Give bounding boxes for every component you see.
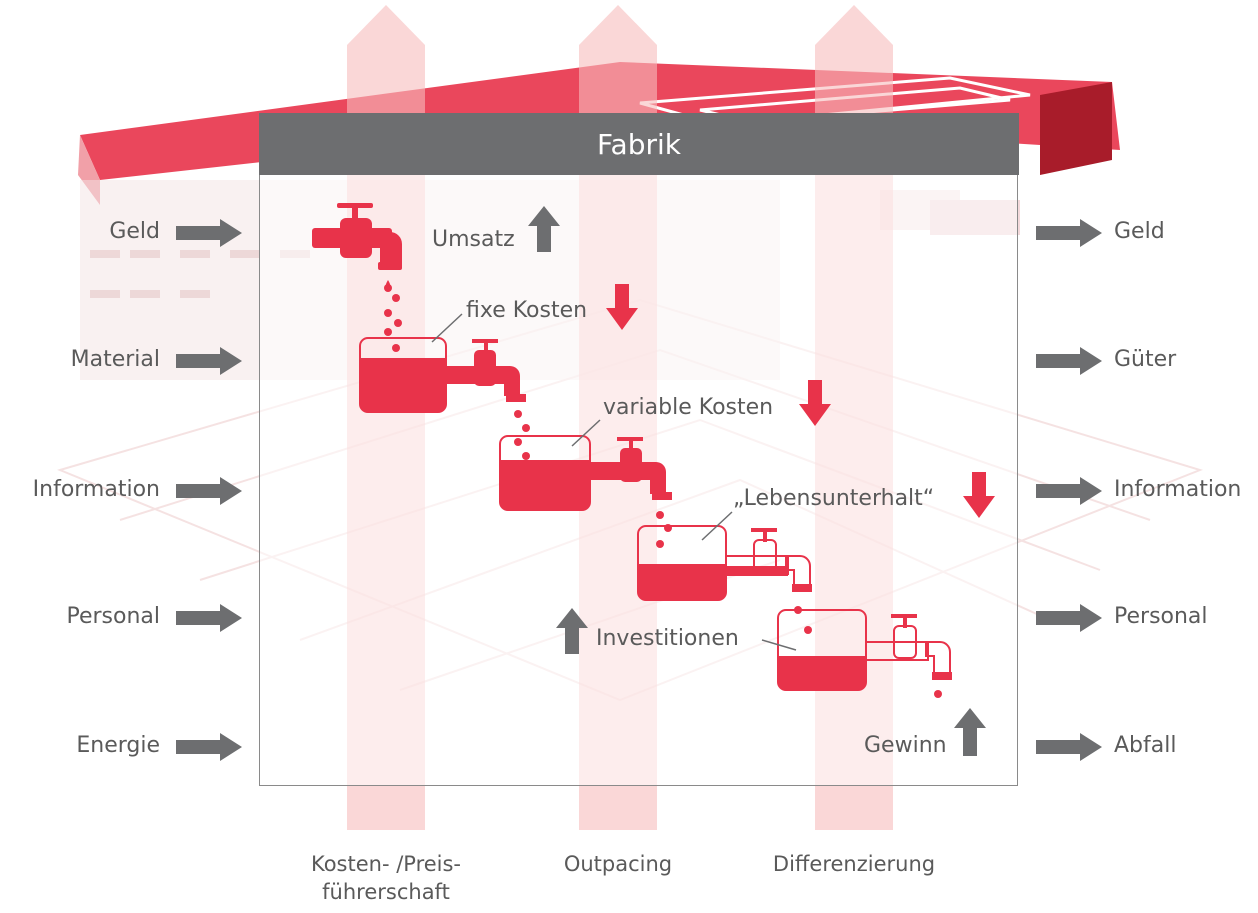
- label-gewinn: Gewinn: [864, 733, 947, 758]
- investitionen-up-icon: [556, 608, 588, 654]
- fixe-kosten-down-icon: [606, 284, 638, 330]
- label-fixe-kosten: fixe Kosten: [466, 298, 588, 323]
- output-information: Information: [1114, 477, 1242, 502]
- output-gueter: Güter: [1114, 347, 1177, 372]
- strategy-kosten-line1: Kosten- /Preis-: [310, 852, 462, 876]
- input-geld: Geld: [109, 219, 160, 244]
- input-personal: Personal: [66, 604, 160, 629]
- umsatz-up-icon: [528, 206, 560, 252]
- strategy-differenzierung: Differenzierung: [772, 852, 936, 876]
- label-umsatz: Umsatz: [432, 227, 515, 252]
- output-abfall: Abfall: [1114, 733, 1177, 758]
- lebensunterhalt-down-icon: [963, 472, 995, 518]
- input-material: Material: [70, 347, 160, 372]
- factory-title: Fabrik: [259, 113, 1019, 175]
- output-geld: Geld: [1114, 219, 1165, 244]
- strategy-kostenfuehrerschaft: Kosten- /Preis- führerschaft: [266, 850, 506, 906]
- output-personal: Personal: [1114, 604, 1208, 629]
- label-lebensunterhalt: „Lebensunterhalt“: [733, 486, 935, 511]
- gewinn-up-icon: [954, 708, 986, 756]
- input-energie: Energie: [76, 733, 160, 758]
- label-investitionen: Investitionen: [596, 626, 739, 651]
- input-information: Information: [32, 477, 160, 502]
- strategy-outpacing: Outpacing: [563, 852, 673, 876]
- faucet-icon: [312, 203, 402, 270]
- variable-kosten-down-icon: [799, 380, 831, 426]
- label-variable-kosten: variable Kosten: [603, 395, 774, 420]
- strategy-kosten-line2: führerschaft: [322, 880, 450, 904]
